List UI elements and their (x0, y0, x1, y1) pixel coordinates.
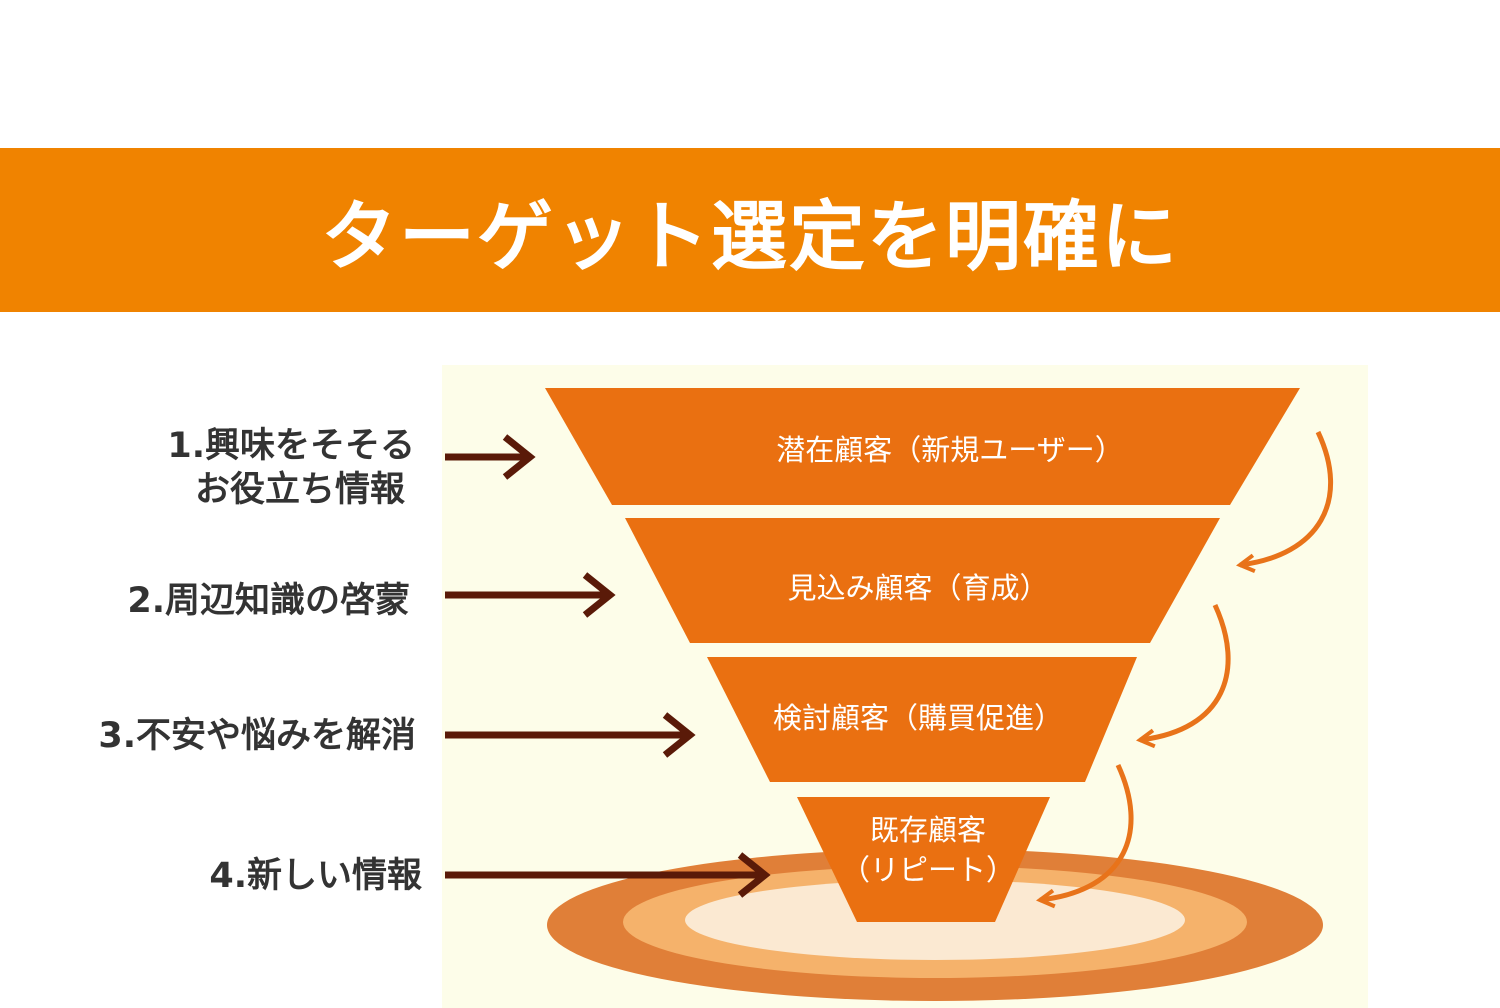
strategy-label-1-line-2: お役立ち情報 (195, 470, 405, 510)
stage-label-3: 検討顧客（購買促進） (773, 701, 1063, 735)
stage-label-4-line-1: 既存顧客 (870, 813, 986, 847)
stage-label-4-line-2: （リピート） (841, 853, 1015, 887)
stage-label-1: 潜在顧客（新規ユーザー） (776, 433, 1123, 467)
title-banner: ターゲット選定を明確に (0, 148, 1500, 312)
curved-arrow-icon (1035, 763, 1134, 909)
curved-arrow-icon (1236, 430, 1334, 574)
arrow-right-icon (445, 852, 771, 898)
flow-curved-arrows (1035, 430, 1334, 909)
pointer-arrows (445, 434, 771, 898)
funnel-stage-3 (707, 657, 1137, 782)
strategy-label-2: 2.周辺知識の啓蒙 (127, 581, 410, 621)
strategy-label-3: 3.不安や悩みを解消 (98, 716, 416, 756)
arrow-right-icon (445, 572, 616, 618)
arrow-right-icon (445, 434, 536, 480)
strategy-label-4: 4.新しい情報 (209, 856, 422, 896)
funnel-stage-4 (797, 797, 1050, 922)
page-title: ターゲット選定を明確に (321, 192, 1179, 281)
curved-arrow-icon (1135, 603, 1231, 749)
funnel-stage-1 (545, 388, 1300, 505)
strategy-label-1-line-1: 1.興味をそそる (167, 426, 415, 466)
arrow-right-icon (445, 712, 696, 758)
stage-label-2: 見込み顧客（育成） (787, 571, 1048, 605)
funnel-stage-2 (625, 518, 1220, 643)
